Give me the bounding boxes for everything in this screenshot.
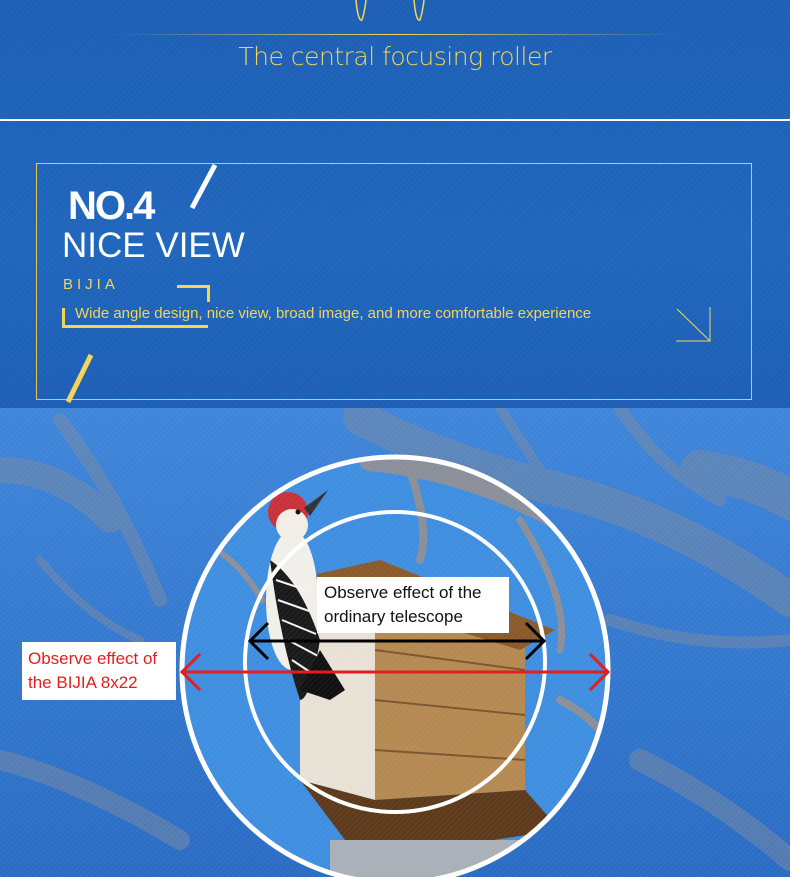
white-divider: [0, 119, 790, 121]
bijia-label-line2: the BIJIA 8x22: [28, 673, 138, 692]
gold-divider: [110, 34, 680, 35]
bijia-effect-label: Observe effect of the BIJIA 8x22: [22, 642, 176, 700]
slash-decoration-gold: [65, 353, 94, 404]
brand-name: BIJIA: [63, 276, 119, 293]
feature-number: NO.4: [68, 184, 155, 228]
header-banner: [0, 0, 790, 408]
bracket-top-right: [177, 285, 210, 302]
ordinary-label-line1: Observe effect of the: [324, 583, 482, 602]
feature-description: Wide angle design, nice view, broad imag…: [75, 305, 592, 322]
ordinary-effect-label: Observe effect of the ordinary telescope: [317, 577, 509, 633]
focus-roller-icon: [355, 0, 425, 21]
slash-decoration: [189, 163, 218, 210]
feature-heading: NICE VIEW: [62, 226, 245, 265]
bracket-bottom-left: [62, 308, 208, 328]
corner-arrow-icon: [676, 307, 711, 342]
ordinary-label-line2: ordinary telescope: [324, 607, 463, 626]
feature-frame: [36, 163, 752, 400]
section-title: The central focusing roller: [238, 42, 552, 71]
bijia-label-line1: Observe effect of: [28, 649, 158, 668]
